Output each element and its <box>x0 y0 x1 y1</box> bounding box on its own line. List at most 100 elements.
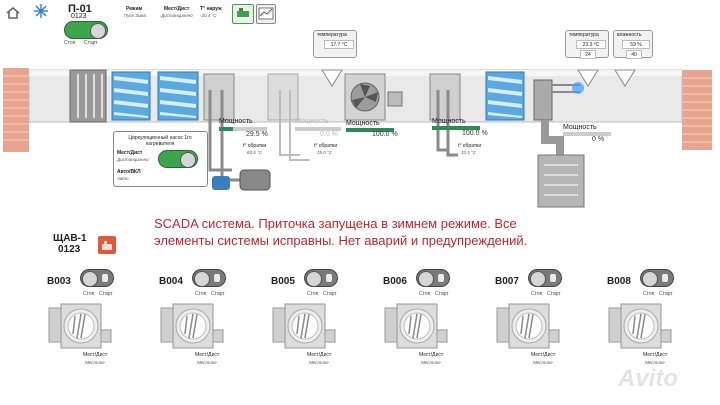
power-label-2: Мощность <box>295 118 329 125</box>
fan-mode-label: Мест/Дист <box>643 352 668 358</box>
brick-wall-right <box>682 70 712 150</box>
fan-stop-label: Стоп <box>83 291 95 297</box>
fan-name: B003 <box>47 276 71 287</box>
power-label-3: Мощность <box>346 120 380 127</box>
fan-stop-label: Стоп <box>195 291 207 297</box>
outdoor-temp-label: T° наруж <box>200 6 222 12</box>
fan-mode-label: Мест/Дист <box>307 352 332 358</box>
fan-mode-value: Местное <box>197 360 217 365</box>
snowflake-icon <box>33 3 49 19</box>
unit-start-label: Старт <box>84 40 98 46</box>
fan-start-label: Старт <box>211 291 225 297</box>
fan-stop-label: Стоп <box>531 291 543 297</box>
cooler-block <box>485 71 525 121</box>
fan-stop-label: Стоп <box>307 291 319 297</box>
fan-unit-icon <box>607 302 675 352</box>
shav-id: 0123 <box>58 244 81 255</box>
outdoor-temp-value: -20.4 °C <box>200 13 217 18</box>
fan-toggle[interactable] <box>192 269 226 287</box>
power-value-2: 0.0 % <box>320 131 338 138</box>
mode-value: Пуск Зима <box>124 13 146 18</box>
shav-button[interactable] <box>98 236 116 254</box>
temp-sensor-2-value: 23.3 °C <box>576 40 606 49</box>
status-message: SCADA система. Приточка запущена в зимне… <box>154 216 528 248</box>
pump-auto-value: Авто <box>117 176 129 181</box>
duct-diagram <box>3 68 712 208</box>
power-label-1: Мощность <box>219 118 253 125</box>
humidity-sensor-value: 59 % <box>622 40 650 49</box>
fan-name: B004 <box>159 276 183 287</box>
local-label: Мест/Дист <box>164 6 190 12</box>
mode-switch-button[interactable] <box>232 4 254 24</box>
fan-toggle[interactable] <box>80 269 114 287</box>
fan-unit-icon <box>271 302 339 352</box>
temp-sensor-2-set[interactable]: 24 <box>580 50 596 59</box>
temp-sensor-1-value: 17.7 °C <box>324 40 354 49</box>
fan-toggle[interactable] <box>416 269 450 287</box>
fan-unit-icon <box>383 302 451 352</box>
power-bar-5 <box>563 132 611 136</box>
power-value-5: 0 % <box>592 136 605 143</box>
brick-wall-left <box>3 68 29 152</box>
pump-local-label: Мест/Дист <box>117 150 143 156</box>
return-temp-value-3: 33.5 °C <box>461 150 477 155</box>
fan-unit-icon <box>495 302 563 352</box>
fan-stop-label: Стоп <box>419 291 431 297</box>
return-temp-value-2: 25.0 °C <box>317 150 333 155</box>
power-fill-4 <box>432 126 480 130</box>
power-label-5: Мощность <box>563 124 597 131</box>
power-label-4: Мощность <box>432 118 466 125</box>
fan-mode-value: Местное <box>533 360 553 365</box>
fan-toggle[interactable] <box>304 269 338 287</box>
fan-mode-label: Мест/Дист <box>195 352 220 358</box>
fan-name: B006 <box>383 276 407 287</box>
temp-sensor-1[interactable]: температура 17.7 °C <box>313 30 357 58</box>
power-fill-1 <box>219 127 234 131</box>
fan-start-label: Старт <box>99 291 113 297</box>
fan-unit-icon <box>47 302 115 352</box>
fan-mode-value: Местное <box>645 360 665 365</box>
pump-local-value: Дистанционно <box>117 157 149 162</box>
fan-toggle[interactable] <box>528 269 562 287</box>
humidity-sensor[interactable]: влажность 59 % 40 <box>613 30 653 59</box>
power-bar-2 <box>295 127 341 131</box>
return-temp-label-1: t° обратки <box>243 143 267 149</box>
trend-chart-button[interactable] <box>256 4 276 24</box>
fan-mode-value: Местное <box>309 360 329 365</box>
fan-mode-label: Мест/Дист <box>419 352 444 358</box>
fan-mode-value: Местное <box>421 360 441 365</box>
pump-title: Циркуляционный насос 1го нагревателя <box>128 135 192 147</box>
fan-start-label: Старт <box>323 291 337 297</box>
fan-mode-label: Мест/Дист <box>531 352 556 358</box>
power-fill-3 <box>346 128 394 132</box>
power-value-4: 100.0 % <box>462 130 488 137</box>
fan-start-label: Старт <box>659 291 673 297</box>
fan-name: B007 <box>495 276 519 287</box>
unit-id: 0123 <box>71 13 87 20</box>
fan-toggle[interactable] <box>640 269 674 287</box>
unit-name: П-01 <box>68 3 92 15</box>
power-bar-3 <box>346 128 394 132</box>
unit-start-toggle[interactable] <box>64 21 108 39</box>
power-bar-4 <box>432 126 480 130</box>
temp-sensor-2[interactable]: температура 23.3 °C 24 <box>565 30 609 59</box>
home-icon[interactable] <box>6 6 20 19</box>
pump-auto-label: Авто/ВКЛ <box>117 169 141 175</box>
local-value: Дистанционно <box>161 13 193 18</box>
pump-toggle[interactable] <box>158 150 198 168</box>
humidity-sensor-set[interactable]: 40 <box>626 50 642 59</box>
fan-start-label: Старт <box>435 291 449 297</box>
filter-block-1 <box>111 71 151 121</box>
power-value-1: 29.5 % <box>246 131 268 138</box>
fan-start-label: Старт <box>547 291 561 297</box>
shav-name: ЩАВ-1 <box>53 233 87 244</box>
fan-mode-value: Местное <box>85 360 105 365</box>
mode-label: Режим <box>126 6 143 12</box>
return-temp-value-1: 63.5 °C <box>247 150 263 155</box>
return-temp-label-3: t° обратки <box>458 143 482 149</box>
power-bar-1 <box>219 127 267 131</box>
fan-mode-label: Мест/Дист <box>83 352 108 358</box>
avito-watermark: Avito <box>618 365 678 392</box>
fan-name: B005 <box>271 276 295 287</box>
return-temp-label-2: t° обратки <box>314 143 338 149</box>
